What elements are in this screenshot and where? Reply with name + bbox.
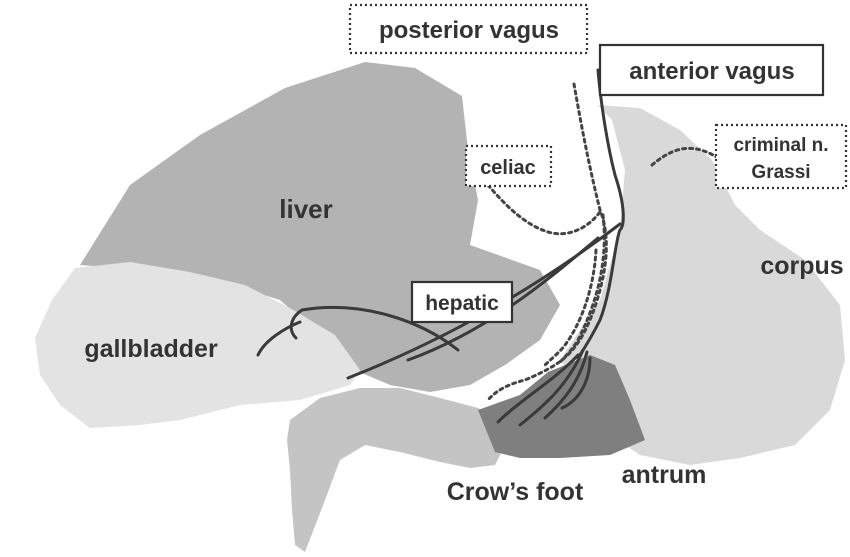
posterior-vagus-label: posterior vagus (379, 17, 559, 44)
criminal-nerve-label: criminal n. (733, 135, 828, 156)
grassi-label: Grassi (751, 162, 810, 183)
celiac-label: celiac (480, 157, 536, 179)
celiac-branch (488, 185, 600, 234)
anterior-vagus-label: anterior vagus (629, 58, 794, 85)
liver-label: liver (279, 194, 333, 224)
corpus-label: corpus (760, 252, 843, 280)
gallbladder-label: gallbladder (84, 335, 218, 363)
duodenum-shape (287, 388, 505, 552)
antrum-label: antrum (622, 461, 707, 489)
hepatic-label: hepatic (425, 292, 499, 315)
crows-foot-label: Crow’s foot (447, 478, 584, 506)
